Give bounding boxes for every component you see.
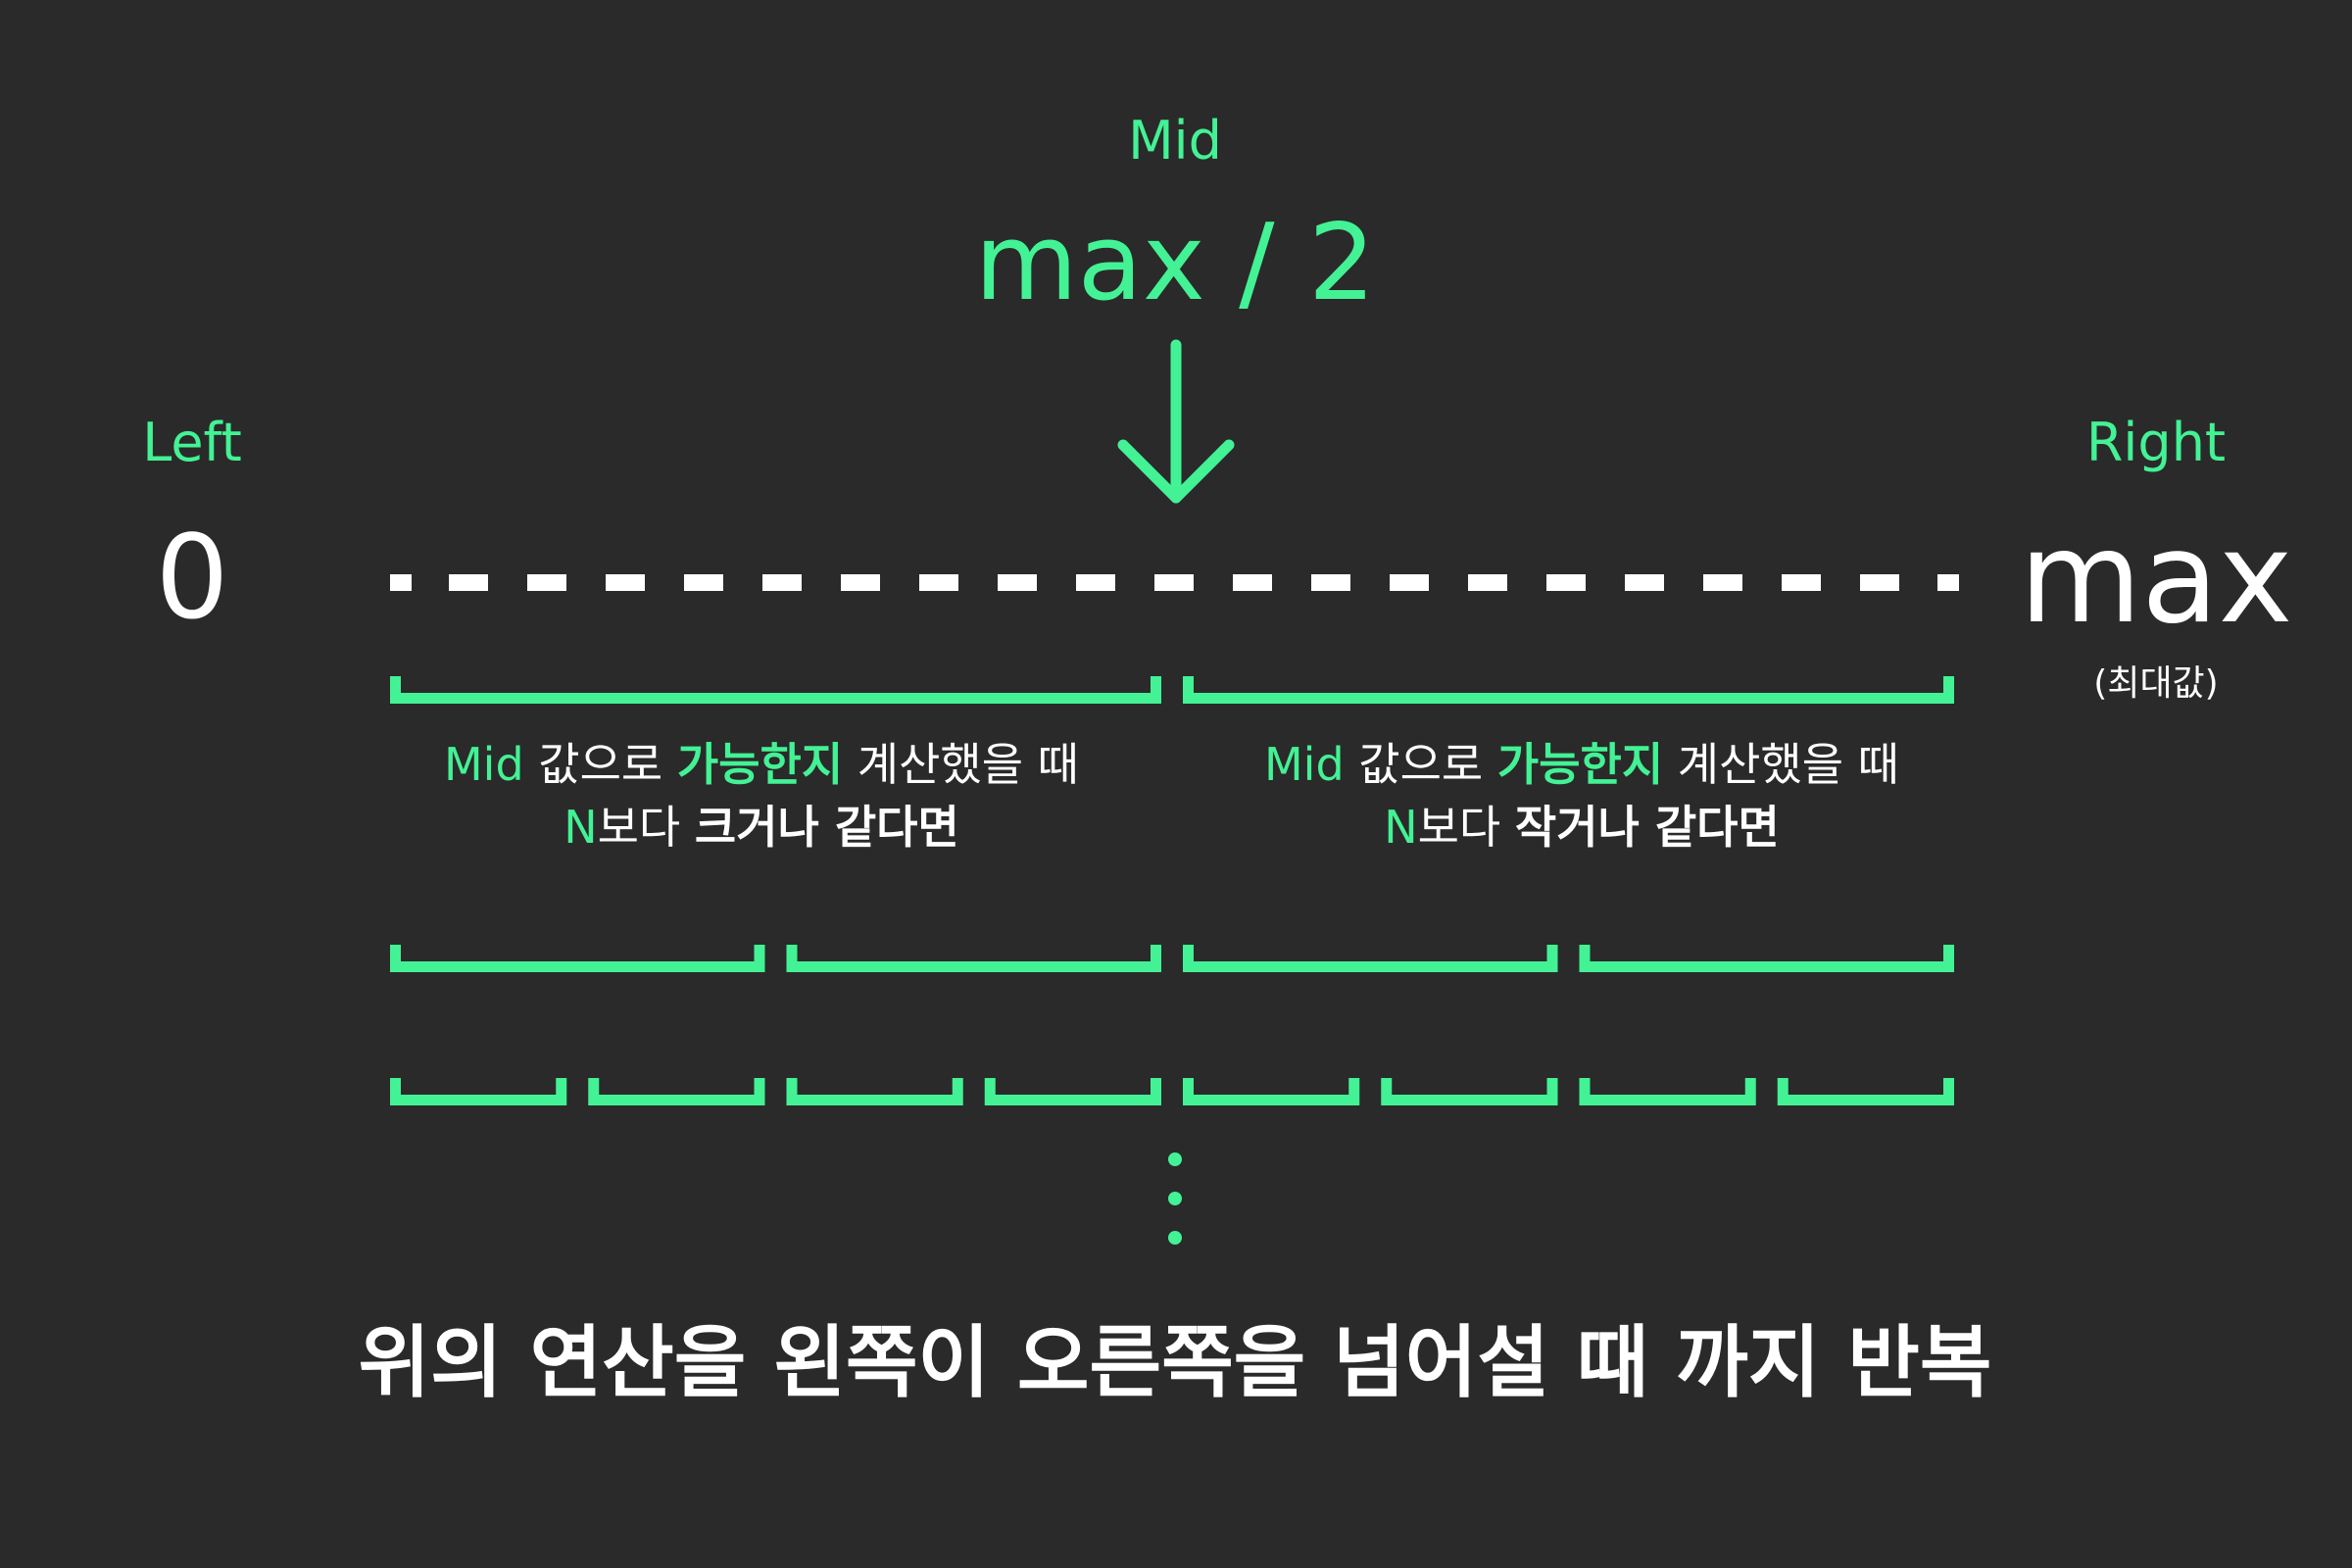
partition-bracket [1381,1078,1558,1105]
condition-text: 계산했을 때 [843,738,1080,791]
range-dash [1625,574,1664,591]
range-dash [527,574,566,591]
n-keyword: N [1384,801,1418,854]
search-range-dashed-line [390,574,1959,591]
condition-line-1: Mid 값으로 가능한지 계산했을 때 [1264,733,1899,796]
range-dash [1076,574,1115,591]
range-dash [390,574,412,591]
range-dash [1937,574,1959,591]
range-dash [1703,574,1742,591]
mid-value: max / 2 [974,202,1376,324]
possible-keyword: 가능한지 [676,738,844,791]
range-dash [449,574,488,591]
right-half-condition: Mid 값으로 가능한지 계산했을 때 N보다 작거나 같다면 [1264,733,1899,858]
range-dash [1860,574,1899,591]
left-value: 0 [155,510,229,645]
down-arrow-icon [1117,339,1235,504]
partition-bracket [390,1078,567,1105]
comparison-keyword: 작거나 같다면 [1514,801,1780,854]
comparison-keyword: 크거나 같다면 [694,801,959,854]
range-dash [1546,574,1586,591]
partition-bracket [1777,1078,1954,1105]
right-label: Right [2085,412,2227,473]
partition-bracket [588,1078,765,1105]
partition-bracket [786,1078,963,1105]
range-dash [684,574,723,591]
n-keyword: N [564,801,598,854]
mid-keyword: Mid [1263,738,1345,791]
partition-bracket [984,1078,1161,1105]
range-dash [1390,574,1429,591]
left-label: Left [142,412,242,473]
condition-line-2: N보다 크거나 같다면 [444,796,1079,858]
condition-text: 값으로 [1344,738,1497,791]
condition-text: 보다 [597,801,695,854]
partition-bracket [1579,945,1954,972]
range-dash [841,574,880,591]
mid-label: Mid [1128,110,1222,172]
condition-text: 보다 [1417,801,1515,854]
range-dash [1311,574,1350,591]
range-dash [1154,574,1194,591]
range-dash [1468,574,1507,591]
left-half-condition: Mid 값으로 가능한지 계산했을 때 N보다 크거나 같다면 [444,733,1079,858]
partition-bracket [786,945,1161,972]
partition-bracket [1579,1078,1756,1105]
range-dash [998,574,1037,591]
partition-bracket [390,945,765,972]
condition-line-2: N보다 작거나 같다면 [1264,796,1899,858]
range-dash [762,574,802,591]
condition-text: 값으로 [523,738,677,791]
ellipsis-icon [1168,1152,1182,1245]
mid-keyword: Mid [443,738,524,791]
partition-bracket [1183,945,1558,972]
partition-bracket [1183,676,1954,704]
condition-line-1: Mid 값으로 가능한지 계산했을 때 [444,733,1079,796]
right-note: (최대값) [2093,663,2219,704]
possible-keyword: 가능한지 [1496,738,1664,791]
range-dash [919,574,958,591]
range-dash [1782,574,1821,591]
partition-brackets [390,676,1954,1105]
footer-caption: 위의 연산을 왼쪽이 오른쪽을 넘어설 때 까지 반복 [358,1317,1992,1408]
right-value: max [2019,506,2293,652]
partition-bracket [1183,1078,1360,1105]
partition-bracket [390,676,1161,704]
condition-text: 계산했을 때 [1663,738,1900,791]
range-dash [1233,574,1272,591]
range-dash [606,574,645,591]
